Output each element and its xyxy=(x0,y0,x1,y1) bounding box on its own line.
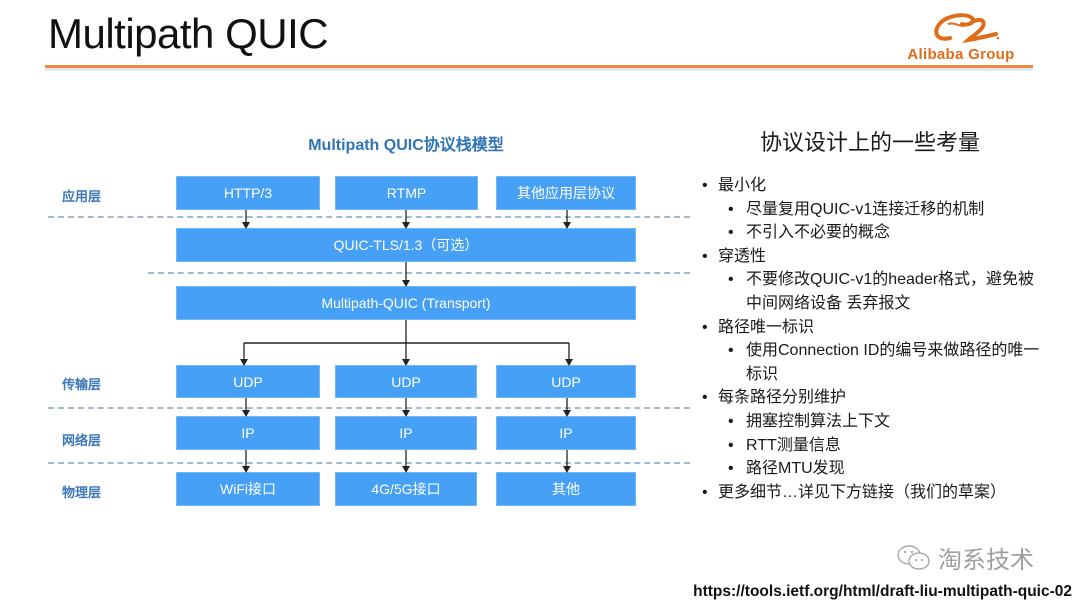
box-other-physical: 其他 xyxy=(496,472,636,506)
sub-bullet-item: 不引入不必要的概念 xyxy=(698,221,1068,245)
sub-bullet-item: 路径MTU发现 xyxy=(698,457,1068,481)
diagram-title: Multipath QUIC协议栈模型 xyxy=(308,137,504,154)
slide-title: Multipath QUIC xyxy=(48,10,329,57)
draft-link[interactable]: https://tools.ietf.org/html/draft-liu-mu… xyxy=(693,583,1072,600)
sub-bullet-item: 不要修改QUIC-v1的header格式，避免被 中间网络设备 丢弃报文 xyxy=(698,268,1046,315)
box-http3: HTTP/3 xyxy=(176,176,320,210)
bullet-item: 每条路径分别维护 xyxy=(698,386,1068,410)
box-ip: IP xyxy=(335,416,477,450)
layer-divider xyxy=(48,407,690,409)
alibaba-logo: Alibaba Group xyxy=(888,8,1034,64)
bullet-item: 更多细节…详见下方链接（我们的草案） xyxy=(698,481,1068,505)
box-other-app: 其他应用层协议 xyxy=(496,176,636,210)
layer-label-application: 应用层 xyxy=(62,189,102,204)
box-udp: UDP xyxy=(335,365,477,398)
box-4g5g: 4G/5G接口 xyxy=(335,472,477,506)
layer-divider xyxy=(48,462,690,464)
box-ip: IP xyxy=(176,416,320,450)
box-rtmp: RTMP xyxy=(335,176,478,210)
sub-bullet-item: 尽量复用QUIC-v1连接迁移的机制 xyxy=(698,198,1068,222)
bullet-item: 最小化 xyxy=(698,174,1068,198)
wechat-icon xyxy=(897,544,930,570)
box-wifi: WiFi接口 xyxy=(176,472,320,506)
bullet-item: 穿透性 xyxy=(698,245,1068,269)
box-ip: IP xyxy=(496,416,636,450)
sub-bullet-item: 拥塞控制算法上下文 xyxy=(698,410,1068,434)
layer-label-transport: 传输层 xyxy=(62,377,102,392)
logo-text: Alibaba Group xyxy=(907,46,1015,63)
layer-label-physical: 物理层 xyxy=(62,485,102,500)
title-underline xyxy=(45,65,1033,68)
watermark: 淘系技术 xyxy=(896,540,1034,575)
considerations-list: 最小化 尽量复用QUIC-v1连接迁移的机制 不引入不必要的概念 穿透性 不要修… xyxy=(698,174,1068,504)
watermark-text: 淘系技术 xyxy=(938,547,1034,574)
box-quic-tls: QUIC-TLS/1.3（可选） xyxy=(176,228,636,262)
title-underline-shadow xyxy=(45,68,1033,71)
sub-bullet-item: RTT测量信息 xyxy=(698,434,1068,458)
layer-divider xyxy=(148,272,690,274)
layer-divider xyxy=(48,216,690,218)
bullet-item: 路径唯一标识 xyxy=(698,316,1068,340)
box-udp: UDP xyxy=(496,365,636,398)
sub-bullet-item: 使用Connection ID的编号来做路径的唯一标识 xyxy=(698,339,1046,386)
box-multipath-quic: Multipath-QUIC (Transport) xyxy=(176,286,636,320)
alibaba-e-logo-icon xyxy=(934,13,1000,44)
layer-label-network: 网络层 xyxy=(62,433,102,448)
box-udp: UDP xyxy=(176,365,320,398)
considerations-title: 协议设计上的一些考量 xyxy=(759,130,980,155)
